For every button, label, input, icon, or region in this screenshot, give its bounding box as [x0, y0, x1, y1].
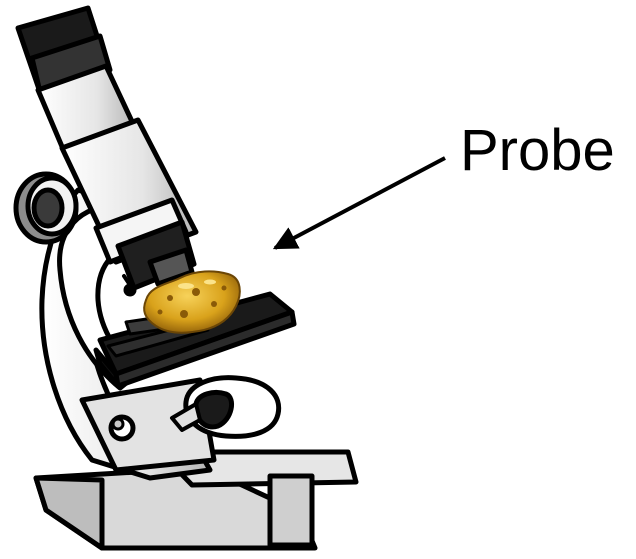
probe-label: Probe: [460, 118, 615, 183]
focus-knob-icon: [16, 174, 76, 242]
arrow-icon: [275, 158, 445, 248]
